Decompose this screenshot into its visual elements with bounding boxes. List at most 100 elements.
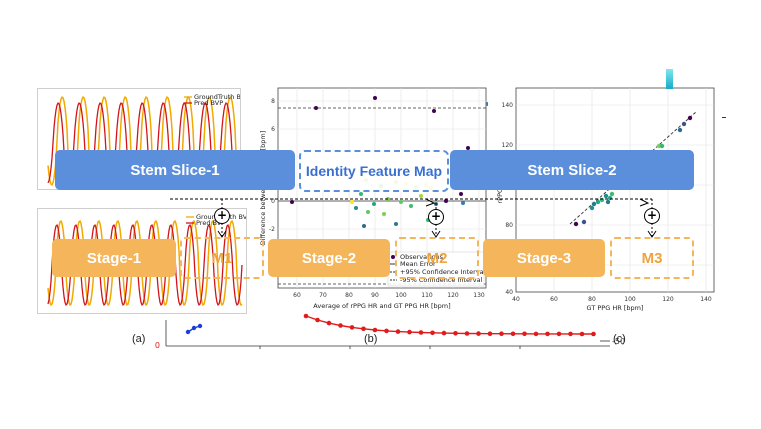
plus-node-3: + [644, 208, 660, 224]
groundtruth-bvp-line-bottom [47, 219, 243, 307]
stage-3-block: Stage-3 [483, 239, 605, 277]
stage-1-label: Stage-1 [86, 249, 142, 267]
c-ytick-80: 80 [505, 222, 513, 229]
baPoints-dot [314, 106, 318, 110]
redDots-dot [464, 331, 470, 336]
b-xtick-120: 120 [447, 292, 459, 299]
m2-label: M2 [426, 249, 448, 267]
groundtruth-bvp-line-top [47, 95, 237, 187]
b-ytick-6: 6 [271, 126, 275, 133]
b-xtick-130: 130 [473, 292, 485, 299]
baPoints-dot [399, 200, 403, 204]
m1-label: M1 [211, 249, 233, 267]
baPoints-dot [459, 192, 463, 196]
b-legend-neg-ci: -95% Confidence Interval [400, 276, 483, 284]
identity-feature-map-block: Identity Feature Map [299, 150, 449, 192]
dash-mark [722, 117, 726, 118]
b-legend: Observations Mean Error +95% Confidence … [387, 251, 486, 287]
baPoints-dot [362, 224, 366, 228]
c-xtick-120: 120 [662, 296, 674, 303]
redDots-dot [533, 331, 539, 337]
c-xtick-100: 100 [624, 296, 636, 303]
legend-pred-label-bottom: Pred BVP [196, 219, 225, 227]
b-legend-pos-ci: +95% Confidence Interval [400, 268, 486, 276]
corrPoints-dot [589, 205, 595, 211]
redDots-dot [395, 329, 401, 334]
stem-slice-1-block: Stem Slice-1 [55, 150, 295, 190]
b-xtick-60: 60 [293, 292, 301, 299]
b-legend-observations: Observations [400, 253, 444, 261]
redDots-dot [556, 331, 562, 337]
bottom-loss-strip: 0 -50 [150, 310, 630, 350]
baPoints-dot [419, 194, 423, 198]
corrPoints-dot [605, 199, 611, 205]
corrPoints-dot [581, 219, 587, 225]
corrPoints-dot [595, 199, 601, 205]
m1-block: M1 [180, 237, 264, 279]
redDots-dot [487, 331, 493, 336]
loss-left-tick: 0 [155, 341, 160, 350]
c-xtick-60: 60 [550, 296, 558, 303]
redDots-dot [476, 331, 481, 336]
redDots-dot [441, 330, 447, 336]
baPoints-dot [366, 210, 370, 214]
b-xtick-110: 110 [421, 292, 433, 299]
blueDots-dot [197, 323, 203, 329]
b-xlabel: Average of rPPG HR and GT PPG HR [bpm] [313, 302, 450, 310]
colorbar-fragment [666, 69, 673, 89]
baPoints-dot [290, 200, 294, 204]
c-ytick-40: 40 [505, 289, 513, 296]
b-xtick-80: 80 [345, 292, 353, 299]
redDots-dot [372, 327, 378, 333]
b-legend-mean-error: Mean Error [400, 260, 436, 268]
redDots-dot [510, 331, 516, 337]
blueDots-dot [185, 329, 191, 335]
b-ytick-neg2: -2 [269, 226, 275, 233]
c-ytick-120: 120 [502, 142, 514, 149]
m3-block: M3 [610, 237, 694, 279]
caption-a: (a) [132, 333, 146, 345]
redDots-dot [361, 326, 366, 332]
corrPoints-dot [603, 193, 609, 199]
redDots-dot [418, 330, 424, 335]
baPoints-dot [350, 200, 354, 204]
baPoints-dot [409, 204, 413, 208]
redDots-dot [315, 317, 320, 323]
redDots-dot [349, 325, 355, 330]
corrPoints-dot [609, 191, 615, 197]
baPoints-dot [382, 212, 386, 216]
redDots-dot [326, 320, 332, 326]
c-xtick-40: 40 [512, 296, 520, 303]
b-xtick-70: 70 [319, 292, 327, 299]
m2-block: M2 [395, 237, 479, 279]
stage-3-label: Stage-3 [516, 249, 572, 267]
corrPoints-dot [591, 201, 597, 207]
baPoints-dot [372, 202, 376, 206]
baPoints-dot [444, 199, 448, 203]
blueDots-dot [191, 325, 197, 331]
legend-gt-label-top: GroundTruth BVP [194, 93, 240, 101]
stage-2-block: Stage-2 [268, 239, 390, 277]
corrPoints-dot [681, 121, 687, 127]
b-ytick-0: 0 [271, 198, 275, 205]
b-xtick-90: 90 [371, 292, 379, 299]
baPoints-dot [461, 201, 465, 205]
stage-2-label: Stage-2 [301, 249, 357, 267]
corrPoints-dot [573, 221, 579, 227]
stem-slice-1-label: Stem Slice-1 [130, 161, 220, 179]
corrPoints-dot [677, 127, 683, 133]
waveform-top-chart: GroundTruth BVP Pred BVP [47, 93, 240, 187]
redDots-dot [579, 331, 585, 337]
m3-label: M3 [641, 249, 663, 267]
b-ytick-8: 8 [271, 98, 275, 105]
baPoints-dot [394, 222, 398, 226]
c-xtick-140: 140 [700, 296, 712, 303]
baPoints-dot [432, 109, 436, 113]
redDots-dot [430, 330, 435, 336]
redDots-dot [384, 328, 389, 334]
baPoints-dot [373, 96, 377, 100]
corrPoints-dot [659, 143, 665, 149]
legend-pred-label-top: Pred BVP [194, 99, 223, 107]
redDots-dot [453, 331, 458, 336]
